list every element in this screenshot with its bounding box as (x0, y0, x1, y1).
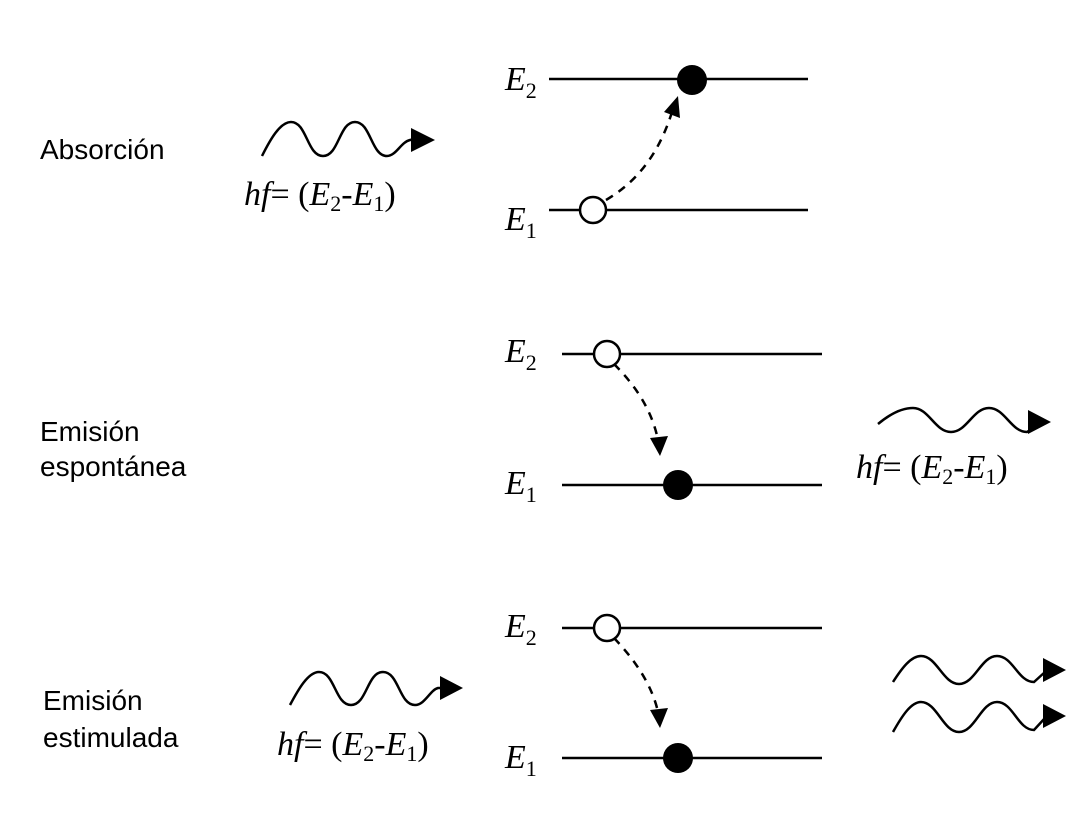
transition-path (605, 111, 674, 202)
photon-arrowhead (411, 128, 435, 152)
transition-arrowhead (650, 436, 668, 456)
process-title-line-2: espontánea (40, 451, 187, 482)
photon-wave (288, 670, 442, 707)
upper-level-label: E2 (504, 333, 537, 375)
emitted-photon (877, 406, 1051, 434)
empty-state-circle (592, 339, 622, 369)
transition-path (613, 363, 660, 441)
photon-arrowhead (440, 676, 463, 700)
process-title-line-1: Emisión (40, 416, 140, 447)
photon-wave (891, 654, 1046, 686)
process-title-line-1: Emisión (43, 685, 143, 716)
photon-energy-equation: hf= (E2-E1) (856, 449, 1008, 489)
photon-wave (260, 120, 416, 158)
photon-wave (891, 700, 1046, 734)
process-title-line-2: estimulada (43, 722, 179, 753)
transition-path (613, 637, 660, 713)
electron-dot (677, 65, 707, 95)
lower-level-label: E1 (504, 465, 537, 507)
upper-level-label: E2 (504, 608, 537, 650)
stimulated-emission-panel: Emisión estimulada hf= (E2-E1) E2 E1 (43, 608, 1066, 781)
photon-arrowhead (1028, 410, 1051, 434)
electron-dot (663, 470, 693, 500)
transition-arrowhead (650, 708, 668, 728)
lower-level-label: E1 (504, 739, 537, 781)
transition-arrowhead (664, 96, 680, 118)
photon-energy-equation: hf= (E2-E1) (277, 726, 429, 766)
photon-wave (877, 406, 1031, 434)
absorption-panel: Absorción hf= (E2-E1) E2 E1 (40, 61, 808, 243)
incoming-photon (260, 120, 435, 158)
photon-energy-equation: hf= (E2-E1) (244, 176, 396, 216)
photon-arrowhead (1043, 704, 1066, 728)
lower-level-label: E1 (504, 201, 537, 243)
emitted-photon-2 (891, 700, 1066, 734)
process-title: Absorción (40, 134, 165, 165)
upper-level-label: E2 (504, 61, 537, 103)
photon-arrowhead (1043, 658, 1066, 682)
spontaneous-emission-panel: Emisión espontánea E2 E1 hf= (E2-E1) (40, 333, 1051, 507)
emitted-photon-1 (891, 654, 1066, 686)
incoming-photon (288, 670, 463, 707)
empty-state-circle (578, 195, 608, 225)
empty-state-circle (592, 613, 622, 643)
electron-dot (663, 743, 693, 773)
